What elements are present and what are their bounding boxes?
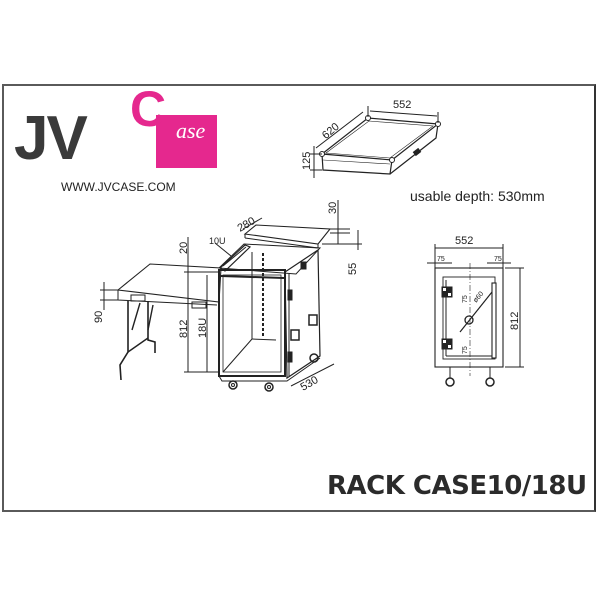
website-url: WWW.JVCASE.COM [61, 180, 176, 194]
table-height-dim: 90 [93, 311, 105, 323]
product-title: RACK CASE10/18U [327, 471, 587, 501]
lid-width-dim: 552 [393, 99, 411, 111]
front-height-dim: 812 [509, 312, 521, 330]
lower-rack-dim: 18U [197, 318, 209, 338]
usable-depth-label: usable depth: 530mm [410, 188, 545, 204]
lid-drawing: 552 620 125 [301, 99, 441, 178]
lid-offset-dim: 55 [347, 263, 359, 275]
lower-offset-dim: 75 [462, 346, 469, 354]
logo-pink-box [156, 115, 217, 168]
lid-height-dim: 125 [301, 152, 313, 170]
lid-depth-dim: 620 [320, 121, 342, 142]
drawing-frame [2, 84, 596, 512]
side-depth-dim: 530 [299, 374, 321, 394]
upper-offset-dim: 75 [462, 295, 469, 303]
logo-ase: ase [176, 118, 206, 143]
logo-jv: JV [14, 104, 88, 173]
top-gap-dim: 20 [178, 242, 190, 254]
lid-thickness-dim: 30 [327, 202, 339, 214]
lid-depth-top-dim: 280 [236, 215, 258, 235]
logo-c: C [130, 81, 167, 137]
right-margin-dim: 75 [494, 256, 502, 263]
upper-rack-label: 10U [209, 236, 226, 246]
total-height-dim: 812 [178, 320, 190, 338]
left-margin-dim: 75 [437, 256, 445, 263]
rack-perspective-drawing: 90 10U [93, 200, 362, 394]
front-width-dim: 552 [455, 235, 473, 247]
rack-front-drawing: 552 75 75 812 75 75 ø60 [427, 235, 524, 387]
